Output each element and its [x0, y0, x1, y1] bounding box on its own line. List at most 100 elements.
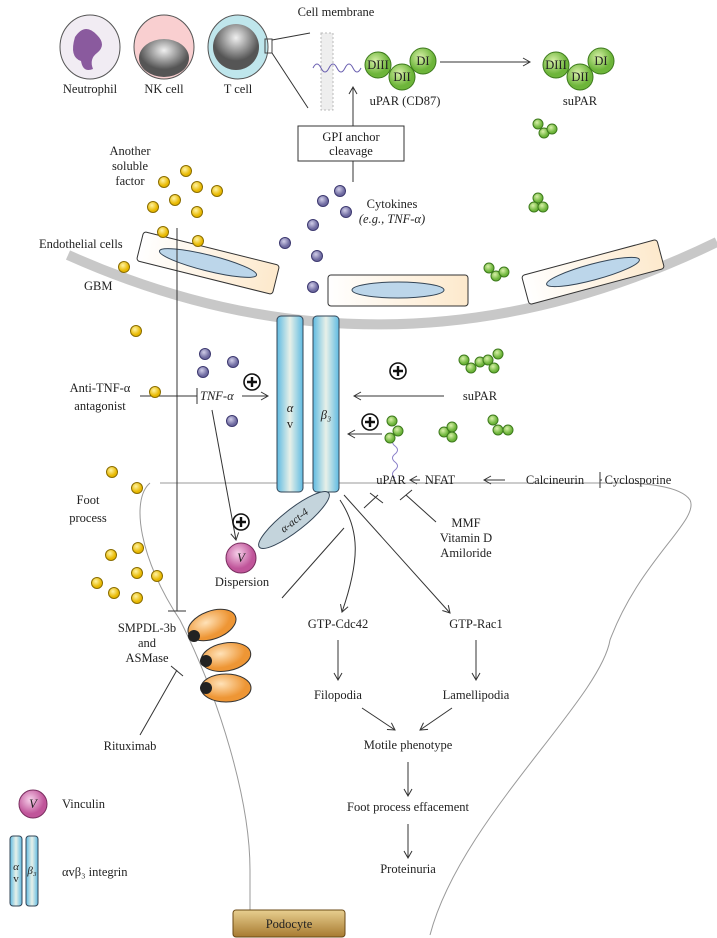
supar-label: suPAR	[463, 389, 498, 403]
endothelial-cell	[136, 231, 280, 295]
supar-domain-dot	[487, 414, 499, 426]
cytokine-dot	[317, 195, 329, 207]
supar-domain-dot	[492, 348, 504, 360]
supar-domain-dot	[488, 362, 500, 374]
soluble-factor-dot	[169, 194, 181, 206]
tnf-label: TNF-α	[200, 389, 234, 403]
rituximab-label: Rituximab	[104, 739, 157, 753]
domain-diii: DIII	[545, 58, 567, 72]
soluble-factor-dot	[131, 482, 143, 494]
podocyte-outline	[139, 482, 692, 936]
smpdl-label-2: and	[138, 636, 157, 650]
plus-icon	[389, 362, 407, 380]
smpdl3b-proteins	[187, 608, 252, 703]
gpi-cleavage-box	[297, 125, 405, 162]
supar-domain-dot	[446, 431, 458, 443]
soluble-factor-dot	[211, 185, 223, 197]
nk-cell-label: NK cell	[144, 82, 184, 96]
calcineurin-label: Calcineurin	[526, 473, 585, 487]
motile-phenotype-label: Motile phenotype	[364, 738, 453, 752]
cytokine-dot	[340, 206, 352, 218]
upar-cd87-label: uPAR (CD87)	[370, 94, 441, 108]
domain-dii: DII	[393, 70, 410, 84]
supar-domain-dot	[482, 354, 494, 366]
domain-di: DI	[416, 54, 429, 68]
legend-v: v	[13, 873, 19, 885]
antagonist-label-2: antagonist	[74, 399, 126, 413]
endothelial-cell	[327, 274, 469, 307]
soluble-factor-dot	[91, 577, 103, 589]
gpi-label-1: GPI anchor	[322, 130, 380, 144]
gpi-label-2: cleavage	[329, 144, 373, 158]
vinculin-letter: V	[237, 551, 246, 565]
antagonist-label-1: Anti-TNF-α	[70, 381, 131, 395]
proteinuria-label: Proteinuria	[380, 862, 436, 876]
soluble-factor-dot	[131, 567, 143, 579]
gbm-label: GBM	[84, 279, 112, 293]
smpdl-label-1: SMPDL-3b	[118, 621, 176, 635]
neutrophil-label: Neutrophil	[63, 82, 118, 96]
legend-vinculin-icon	[18, 789, 48, 819]
legend-integrin-label: αvβ₃ integrin	[62, 865, 128, 879]
drugs-inhibition	[399, 489, 437, 523]
antagonist-inhibition	[140, 388, 198, 404]
soluble-factor-dot	[191, 181, 203, 193]
cytokine-dot	[199, 348, 211, 360]
cytokine-dot	[307, 281, 319, 293]
supar-domain-dot	[483, 262, 495, 274]
another-factor-label-2: soluble	[112, 159, 149, 173]
soluble-factor-dot	[118, 261, 130, 273]
supar-domain-dot	[465, 362, 477, 374]
soluble-factor-dot	[105, 549, 117, 561]
integrin-alpha-v	[276, 315, 304, 493]
beta3-label: β₃	[320, 408, 332, 422]
supar-domain-dot	[532, 118, 544, 130]
supar-domain-dot	[384, 432, 396, 444]
supar-domain-dot	[546, 123, 558, 135]
cytokine-dot	[311, 250, 323, 262]
vinculin-circle	[225, 542, 257, 574]
soluble-factor-dot	[192, 235, 204, 247]
gtp-cdc42-label: GTP-Cdc42	[308, 617, 368, 631]
alpha-label: α	[287, 401, 294, 415]
drug-mmf: MMF	[451, 516, 480, 530]
cytokine-dot	[197, 366, 209, 378]
legend-vinculin-letter: V	[29, 797, 38, 811]
cytokines-label-2: (e.g., TNF-α)	[359, 212, 425, 226]
domain-diii: DIII	[367, 58, 389, 72]
gpi-anchor-wave	[312, 63, 362, 73]
supar-domain-dot	[392, 425, 404, 437]
supar-domain-dot	[532, 192, 544, 204]
alpha-actinin-4: α-act-4	[258, 491, 330, 549]
supar-label-top: suPAR	[563, 94, 598, 108]
lamellipodia-label: Lamellipodia	[443, 688, 510, 702]
soluble-factor-dot	[130, 325, 142, 337]
another-factor-label-1: Another	[110, 144, 152, 158]
supar-domain-dot	[458, 354, 470, 366]
plus-icon	[361, 413, 379, 431]
endothelial-cell	[521, 239, 665, 305]
soluble-factor-dot	[157, 226, 169, 238]
tnf-vinculin-arrow	[211, 409, 240, 541]
upar-label: uPAR	[376, 473, 406, 487]
supar-domain-dot	[446, 421, 458, 433]
domain-di: DI	[594, 54, 607, 68]
arrow	[361, 707, 396, 731]
foot-process-label-2: process	[69, 511, 107, 525]
nfat-label: NFAT	[425, 473, 456, 487]
gtp-rac1-label: GTP-Rac1	[449, 617, 502, 631]
smpdl-label-3: ASMase	[125, 651, 169, 665]
soluble-factor-dot	[147, 201, 159, 213]
v-label: v	[287, 417, 294, 431]
soluble-factor-dot	[131, 592, 143, 604]
drug-amiloride: Amiloride	[440, 546, 492, 560]
cytokines-label-1: Cytokines	[367, 197, 418, 211]
soluble-factor-dot	[158, 176, 170, 188]
t-cell: T cell	[207, 14, 273, 96]
legend-vinculin-label: Vinculin	[62, 797, 106, 811]
cell-membrane-label: Cell membrane	[298, 5, 375, 19]
soluble-factor-dot	[149, 386, 161, 398]
molecules	[91, 118, 558, 604]
supar-molecule: DIII DII DI suPAR	[542, 47, 615, 108]
